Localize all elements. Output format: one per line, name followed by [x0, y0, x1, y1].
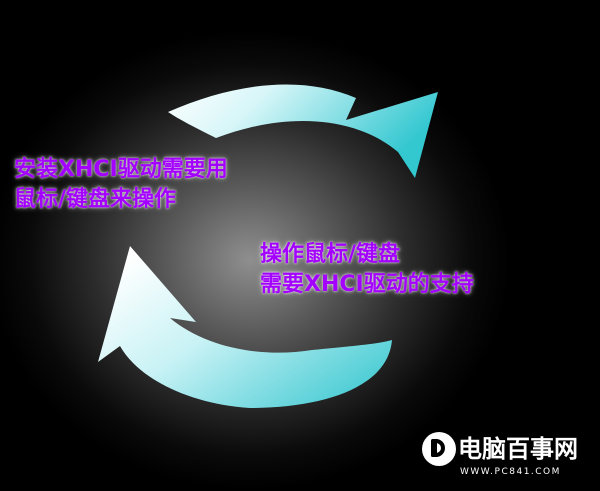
pc841-logo-icon: [422, 432, 456, 466]
watermark-logo: 电脑百事网 WWW.PC841.COM: [420, 430, 596, 486]
watermark-url: WWW.PC841.COM: [460, 467, 561, 477]
label-operate-input-line1: 操作鼠标/键盘: [260, 242, 401, 267]
watermark-name: 电脑百事网: [458, 435, 578, 463]
label-install-driver: 安装XHCI驱动需要用 鼠标/键盘来操作: [14, 155, 228, 215]
arrow-bottom: [98, 246, 392, 408]
label-operate-input: 操作鼠标/键盘 需要XHCI驱动的支持: [260, 240, 474, 300]
arrow-top: [168, 84, 438, 178]
label-install-driver-line2: 鼠标/键盘来操作: [14, 187, 177, 212]
label-install-driver-line1: 安装XHCI驱动需要用: [14, 157, 228, 182]
label-operate-input-line2: 需要XHCI驱动的支持: [260, 272, 474, 297]
